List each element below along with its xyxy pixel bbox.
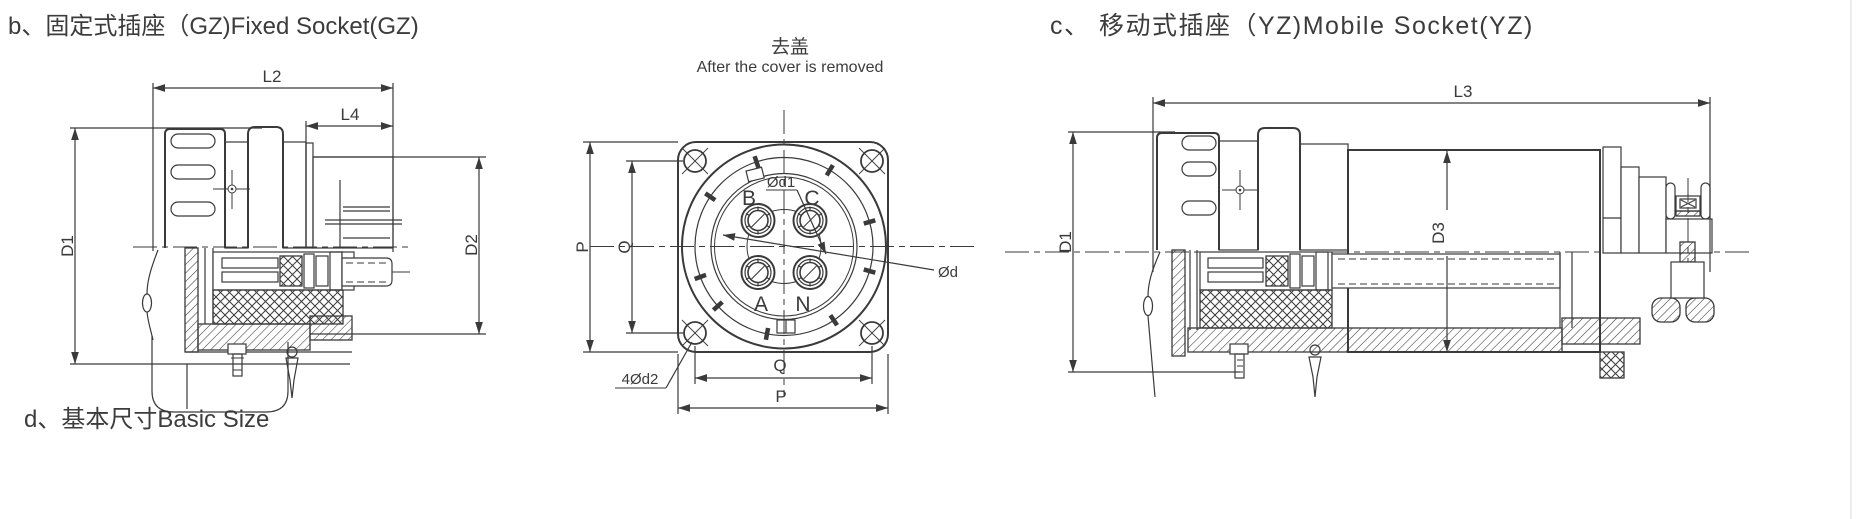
knurl-groove [170,133,216,149]
mobile-insulator-section [1199,289,1333,329]
pin-contact-N [792,255,828,290]
dust-cap [151,336,289,413]
pin-label-C: C [804,187,819,210]
dim-label-pin-hole-dia: Ød1 [767,174,795,191]
mobile-body-step [1299,143,1349,251]
fixed-center-mark [213,170,250,209]
mobile-bottom-screw [1229,343,1249,355]
knurl-groove [1181,135,1217,151]
dim-label-D3: D3 [1429,222,1448,244]
dim-label-mount-holes: 4Ød2 [622,371,659,388]
pin-label-N: N [795,293,810,316]
mobile-lanyard-ring [1142,295,1154,317]
mounting-lug [1599,351,1625,379]
dim-label-D1-fixed: D1 [58,235,77,257]
cover-removed-note-en: After the cover is removed [696,58,884,76]
mobile-neck [1218,140,1259,251]
fixed-bottom-shell [197,323,311,351]
fixed-socket-drawing: L2 L4 D1 D2 [58,67,486,413]
fixed-rear-barrel [312,156,394,249]
section-c-title: c、 移动式插座（YZ)Mobile Socket(YZ) [1050,12,1534,40]
leader-mount-holes [665,341,693,389]
dim-label-L4: L4 [341,105,360,124]
knurl-groove [1181,161,1217,177]
mobile-body-cylinder [1257,127,1301,250]
mobile-lanyard-wire [1147,251,1161,297]
mobile-cable-tube [1331,253,1561,289]
dim-label-P-bottom: P [775,387,786,406]
mobile-shell-wall [1171,249,1186,357]
cable-grip-jaw [1651,297,1681,323]
fixed-body-cylinder [247,126,284,248]
lanyard-wire [146,249,159,295]
clamp-post [1700,182,1711,220]
mobile-center-mark [1222,170,1258,210]
dim-label-D1-mobile: D1 [1056,231,1075,253]
fixed-split-pin [286,346,298,358]
section-b-title: b、固定式插座（GZ)Fixed Socket(GZ) [8,13,419,40]
leader-pin-hole-dia [796,189,827,255]
knurl-groove [170,201,216,217]
dim-label-Q-bottom: Q [773,356,786,375]
cover-removed-note: 去盖 After the cover is removed [649,37,931,77]
fixed-body-step [282,141,307,249]
mounting-holes [681,147,886,347]
mobile-coupling-nut [1156,132,1220,250]
fixed-terminals [325,180,402,248]
mobile-split-pin [1309,344,1321,356]
dim-label-Q-left: Q [615,240,634,253]
dim-label-insert-dia: Ød [938,264,958,281]
dim-label-L3: L3 [1454,82,1473,101]
fixed-body-step2 [305,142,314,249]
cover-removed-note-zh: 去盖 [770,37,809,58]
knurl-groove [1181,200,1217,216]
dim-label-L2: L2 [263,67,282,86]
dim-label-P-left: P [573,241,592,252]
pin-label-B: B [742,187,756,210]
keyway-top [745,166,765,183]
dim-label-D2: D2 [462,234,481,256]
socket-face-drawing: B C A N P Q Q P Ød1 [573,110,976,414]
mobile-socket-drawing: L3 D1 D3 [1005,82,1752,398]
fixed-cable-bushing [341,257,393,287]
clamp-post [1665,182,1676,220]
pin-contact-A [740,255,776,290]
lanyard-ring [141,293,153,313]
fixed-neck [224,141,249,249]
knurl-groove [170,164,216,180]
section-d-title: d、基本尺寸Basic Size [24,406,270,433]
leader-insert-dia [722,233,935,271]
bayonet-slots [693,155,876,341]
fixed-coupling-nut [164,128,226,248]
cable-grip-jaw [1685,297,1715,323]
fixed-bottom-screw [227,343,247,355]
fixed-shell-wall [184,247,199,353]
pin-label-A: A [754,293,768,316]
